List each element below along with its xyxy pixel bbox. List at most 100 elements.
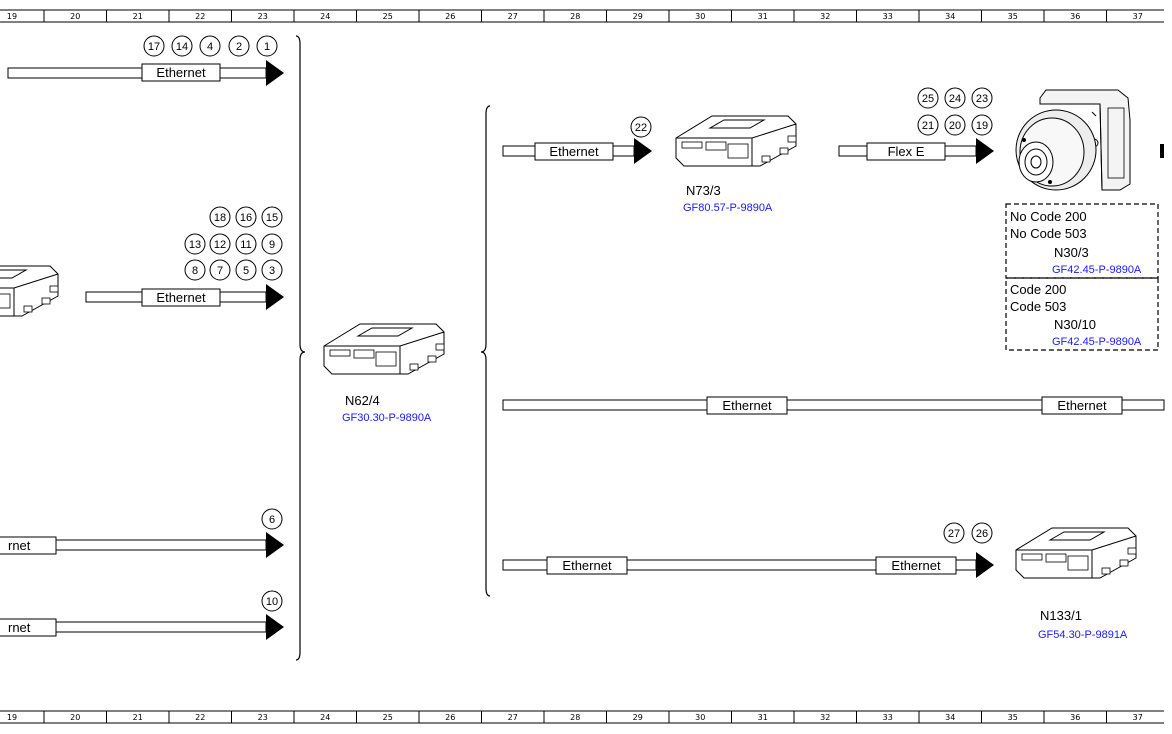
bottom-ruler-tick: 19 (7, 713, 17, 722)
bottom-ruler-tick: 30 (695, 713, 705, 722)
connector-13-circle (184, 233, 206, 255)
connector-21: 21 (922, 120, 934, 132)
bottom-bus-label-b: Ethernet (891, 558, 941, 573)
box2-name: N30/10 (1054, 317, 1096, 332)
flex-bus-label: Flex E (888, 144, 925, 159)
connector-16: 16 (240, 212, 252, 224)
top-ruler-tick: 29 (633, 12, 643, 21)
n73-ecu-ref: GF80.57-P-9890A (683, 202, 773, 214)
center-ecu: N62/4 GF30.30-P-9890A (323, 323, 445, 424)
top-ruler-tick: 30 (695, 12, 705, 21)
top-ruler-tick: 33 (883, 12, 893, 21)
row3-bus-label: rnet (8, 538, 31, 553)
connector-22: 22 (635, 122, 647, 134)
connector-27: 27 (948, 528, 960, 540)
connector-1: 1 (264, 41, 270, 53)
connector-4: 4 (207, 41, 213, 53)
bottom-ruler-tick: 32 (820, 713, 830, 722)
row2-bus-label: Ethernet (156, 290, 206, 305)
connector-2-circle (228, 35, 250, 57)
connector-3-circle (261, 259, 283, 281)
n73-ecu: N73/3 GF80.57-P-9890A (675, 115, 797, 214)
box2-line1: Code 200 (1010, 282, 1066, 297)
top-ruler-tick: 35 (1008, 12, 1018, 21)
box1-line1: No Code 200 (1010, 209, 1087, 224)
top-ruler-tick: 37 (1133, 12, 1143, 21)
top-ruler-tick: 36 (1070, 12, 1080, 21)
connector-7: 7 (217, 265, 223, 277)
connector-13: 13 (189, 239, 201, 251)
row3-bus: rnet 6 (0, 508, 284, 558)
row4-bus: rnet 10 (0, 590, 284, 640)
top-ruler-tick: 31 (758, 12, 768, 21)
top-ruler-tick: 28 (570, 12, 580, 21)
bottom-ruler-tick: 24 (320, 713, 330, 722)
connector-17-circle (143, 35, 165, 57)
bottom-bus: Ethernet Ethernet 27 26 (502, 522, 994, 578)
n73-ecu-name: N73/3 (686, 183, 721, 198)
n133-ecu: N133/1 GF54.30-P-9891A (1015, 527, 1137, 641)
connector-26-circle (971, 522, 993, 544)
right-bracket (480, 105, 491, 597)
bottom-ruler-tick: 29 (633, 713, 643, 722)
connector-12-circle (209, 233, 231, 255)
connector-6: 6 (269, 514, 275, 526)
top-ruler-tick: 22 (195, 12, 205, 21)
connector-12: 12 (214, 239, 226, 251)
bottom-ruler-tick: 33 (883, 713, 893, 722)
top-ruler-tick: 32 (820, 12, 830, 21)
connector-17: 17 (148, 41, 160, 53)
connector-3: 3 (269, 265, 275, 277)
connector-1-circle (256, 35, 278, 57)
box-code: Code 200 Code 503 N30/10 GF42.45-P-9890A (1005, 277, 1159, 351)
connector-15: 15 (266, 212, 278, 224)
row1-bus-label: Ethernet (156, 65, 206, 80)
connector-18: 18 (214, 212, 226, 224)
bottom-ruler-tick: 26 (445, 713, 455, 722)
mid-bus: Ethernet Ethernet (502, 396, 1165, 415)
connector-7-circle (209, 259, 231, 281)
connector-11: 11 (240, 239, 251, 251)
top-ruler-tick: 23 (258, 12, 268, 21)
mid-bus-label-b: Ethernet (1057, 398, 1107, 413)
bottom-ruler-tick: 37 (1133, 713, 1143, 722)
connector-14: 14 (176, 41, 188, 53)
connector-19: 19 (976, 120, 988, 132)
top-ruler-tick: 26 (445, 12, 455, 21)
bottom-ruler-tick: 36 (1070, 713, 1080, 722)
top-ruler-tick: 21 (133, 12, 143, 21)
top-ruler-tick: 20 (70, 12, 80, 21)
top-ruler-tick: 24 (320, 12, 330, 21)
center-ecu-ref: GF30.30-P-9890A (342, 412, 432, 424)
n133-ecu-ref: GF54.30-P-9891A (1038, 629, 1128, 641)
connector-26: 26 (976, 528, 988, 540)
top-ruler-tick: 27 (508, 12, 518, 21)
bottom-ruler-tick: 21 (133, 713, 143, 722)
connector-20-circle (944, 114, 966, 136)
connector-18-circle (209, 206, 231, 228)
bottom-ruler-tick: 27 (508, 713, 518, 722)
n73-bus: Ethernet 22 (502, 116, 652, 164)
bottom-ruler-tick: 28 (570, 713, 580, 722)
connector-8-circle (184, 259, 206, 281)
connector-23-circle (971, 87, 993, 109)
connector-24: 24 (949, 93, 961, 105)
connector-5-circle (235, 259, 257, 281)
connector-25: 25 (922, 93, 934, 105)
connector-24-circle (944, 87, 966, 109)
connector-20: 20 (949, 120, 961, 132)
connector-27-circle (943, 522, 965, 544)
bottom-ruler-tick: 34 (945, 713, 955, 722)
bottom-ruler-tick: 25 (383, 713, 393, 722)
connector-19-circle (971, 114, 993, 136)
bottom-bus-label-a: Ethernet (562, 558, 612, 573)
bottom-ruler-tick: 23 (258, 713, 268, 722)
connector-16-circle (235, 206, 257, 228)
box1-ref: GF42.45-P-9890A (1052, 264, 1142, 276)
top-ruler-tick: 34 (945, 12, 955, 21)
